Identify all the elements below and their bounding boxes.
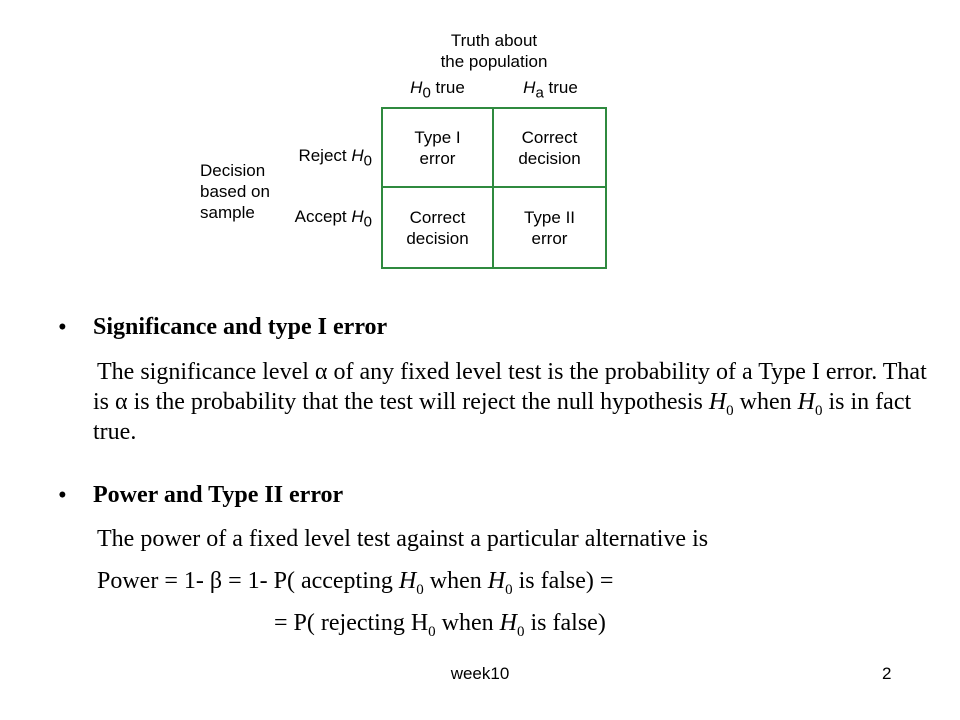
power-definition-line: The power of a fixed level test against … — [97, 526, 709, 552]
decision-based-on-sample-label: Decision based on sample — [200, 161, 270, 222]
bullet-marker: • — [58, 482, 67, 509]
row-header-reject-h0: Reject H0 — [298, 146, 372, 170]
column-header-ha-true: Ha true — [523, 78, 578, 102]
paragraph-significance: The significance level α of any fixed le… — [93, 359, 927, 445]
page-number: 2 — [882, 664, 892, 683]
row-header-accept-h0: Accept H0 — [294, 207, 372, 231]
truth-about-population-label: Truth about the population — [381, 30, 607, 72]
power-formula-line: Power = 1- β = 1- P( accepting H0 when H… — [97, 568, 614, 598]
power-rejecting-line: = P( rejecting H0 when H0 is false) — [274, 610, 606, 640]
heading-power-type-ii: Power and Type II error — [93, 482, 344, 508]
heading-significance-type-i: Significance and type I error — [93, 314, 388, 340]
truth-label-line2: the population — [440, 52, 548, 71]
bullet-marker: • — [58, 314, 67, 341]
footer-week-label: week10 — [450, 664, 510, 683]
column-header-h0-true: H0 true — [410, 78, 465, 102]
truth-label-line1: Truth about — [450, 31, 538, 50]
